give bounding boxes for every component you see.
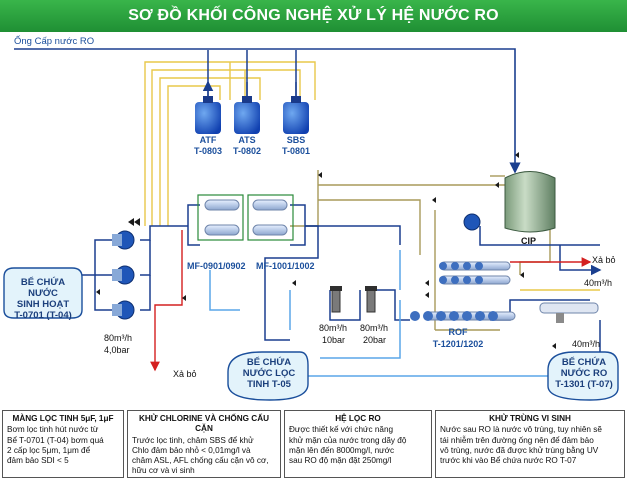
ro-tank-shape — [547, 351, 619, 401]
fine-tank-label: BỂ CHỨA NƯỚC LỌC TINH T-05 — [232, 357, 306, 391]
ro-tank-line3: T-1301 (T-07) — [555, 378, 613, 390]
filter-label-2: MF-1001/1002 — [256, 261, 315, 271]
info-box-line: hữu cơ và vi sinh — [132, 466, 195, 476]
dosing-sbs-name: SBS — [286, 135, 306, 145]
info-box-line: châm ASL, AFL chống cấu cặn vô cơ, — [132, 456, 269, 465]
cartridge-filter-mf-0901 — [197, 194, 244, 241]
info-box-dechlorination: KHỬ CHLORINE VÀ CHỐNG CẤU CẶN Trước lọc … — [127, 410, 281, 478]
cip-label: CIP — [521, 236, 537, 246]
feed-pump-1 — [112, 230, 135, 250]
ro-membrane-array — [410, 261, 516, 321]
ro-supply-pipe-label: Ống Cấp nước RO — [14, 36, 95, 47]
cip-tank — [463, 171, 556, 233]
fine-tank-line3: TINH T-05 — [247, 378, 291, 390]
info-box-line: Nước sau RO là nước vô trùng, tuy nhiên … — [440, 425, 602, 435]
dosing-ats-name: ATS — [238, 135, 256, 145]
ro-tank-label: BỂ CHỨA NƯỚC RO T-1301 (T-07) — [552, 357, 616, 391]
info-box-line: Được thiết kế với chức năng — [289, 425, 394, 435]
drain-right-label: Xả bỏ — [592, 255, 616, 265]
hp-pump-2 — [365, 286, 377, 313]
info-box-line: mặn lên đến 8000mg/l, nước — [289, 445, 395, 455]
ro-supply-pipe — [14, 48, 521, 174]
info-box-line: Chlo đảm bảo nhỏ < 0,01mg/l và — [132, 445, 251, 455]
page-title: SƠ ĐỒ KHỐI CÔNG NGHỆ XỬ LÝ HỆ NƯỚC RO — [0, 0, 627, 32]
valves — [96, 152, 556, 349]
cip-circuit-lines — [290, 170, 600, 331]
source-tank-line3: T-0701 (T-04) — [14, 309, 72, 321]
rof-code: T-1201/1202 — [432, 339, 484, 349]
rof-name: ROF — [448, 327, 468, 337]
fine-tank-shape — [227, 351, 309, 401]
feed-pump-2 — [112, 265, 135, 285]
info-box-line: khử mặn của nước trong dãy độ — [289, 435, 407, 445]
filter-label-1: MF-0901/0902 — [187, 261, 246, 271]
dosing-sbs-code: T-0801 — [281, 146, 311, 156]
dosing-ats-code: T-0802 — [232, 146, 262, 156]
info-box-title: HỆ LỌC RO — [335, 414, 381, 423]
source-tank-label: BỂ CHỨA NƯỚC SINH HOẠT T-0701 (T-04) — [6, 277, 80, 322]
permeate-flow-2: 40m³/h — [572, 339, 601, 349]
feed-pump-3 — [112, 300, 135, 320]
fine-tank-line2: NƯỚC LỌC — [242, 367, 296, 379]
hp-pump-2-flow: 80m³/h — [360, 323, 389, 333]
info-box-title: KHỬ TRÙNG VI SINH — [489, 414, 571, 423]
drain-lines — [150, 230, 592, 372]
info-box-line: Bể T-0701 (T-04) bơm quá — [7, 435, 104, 445]
info-box-title: MÀNG LỌC TINH 5μF, 1μF — [12, 414, 114, 423]
hp-pump-1 — [330, 286, 342, 313]
source-tank-line2: SINH HOẠT — [16, 298, 70, 310]
feed-pump-pressure: 4,0bar — [104, 345, 130, 355]
ro-tank-line2: NƯỚC RO — [560, 367, 608, 379]
permeate-flow-1: 40m³/h — [584, 278, 613, 288]
fine-tank-line1: BỂ CHỨA — [246, 357, 292, 368]
source-tank-shape — [3, 267, 83, 319]
info-box-disinfection: KHỬ TRÙNG VI SINH Nước sau RO là nước vô… — [435, 410, 625, 478]
feed-pump-flow: 80m³/h — [104, 333, 133, 343]
hp-pump-2-pressure: 20bar — [363, 335, 387, 345]
drain-left-label: Xả bỏ — [173, 369, 197, 379]
info-box-line: đảm bảo SDI < 5 — [7, 456, 69, 465]
info-box-microfilter: MÀNG LỌC TINH 5μF, 1μF Bơm lọc tinh hút … — [2, 410, 124, 478]
cartridge-filter-mf-1001 — [247, 194, 294, 241]
info-box-line: vô trùng, nước đã được khử trùng bằng UV — [440, 445, 599, 455]
info-box-line: sau RO độ mặn đặt 250mg/l — [289, 456, 392, 465]
info-box-line: Trước lọc tinh, châm SBS để khử — [132, 435, 254, 445]
info-box-line: trước khi vào Bể chứa nước RO T-07 — [440, 456, 577, 465]
info-box-title: KHỬ CHLORINE VÀ CHỐNG CẤU CẶN — [138, 414, 270, 434]
chemical-dosing-lines — [144, 61, 316, 226]
hp-pump-1-pressure: 10bar — [322, 335, 346, 345]
process-lines — [82, 204, 602, 355]
hp-pump-1-flow: 80m³/h — [319, 323, 348, 333]
dosing-atf-name: ATF — [199, 135, 217, 145]
ro-tank-line1: BỂ CHỨA — [561, 357, 607, 368]
dosing-atf-code: T-0803 — [193, 146, 223, 156]
info-box-line: tái nhiễm trên đường ống nên để đảm bảo — [440, 435, 594, 445]
info-box-line: 2 cấp lọc 5μm, 1μm để — [7, 445, 91, 455]
info-box-ro-system: HỆ LỌC RO Được thiết kế với chức năng kh… — [284, 410, 432, 478]
source-tank-line1: BỂ CHỨA NƯỚC — [20, 277, 66, 299]
uv-sterilizer — [539, 302, 599, 323]
info-box-line: Bơm lọc tinh hút nước từ — [7, 425, 99, 435]
